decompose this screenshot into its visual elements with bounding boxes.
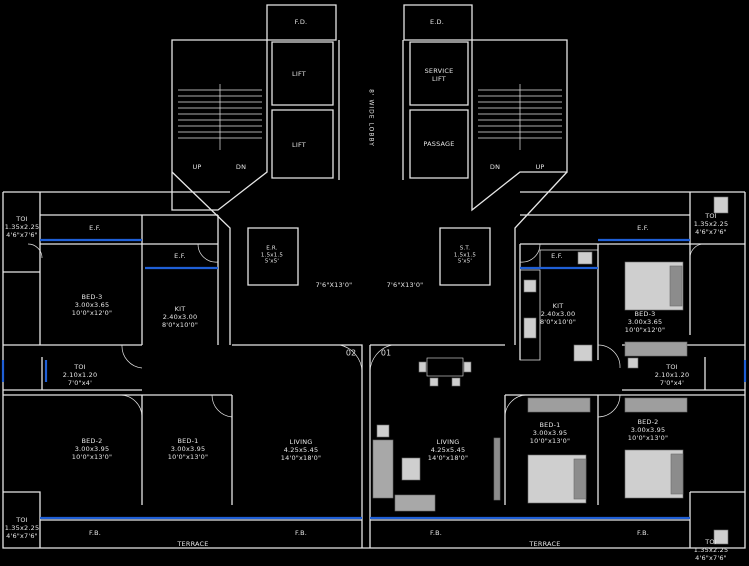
left-fb-1-label: F.B. <box>88 529 102 537</box>
st-room <box>439 227 491 286</box>
right-kit-label: KIT 2.40x3.00 8'0"x10'0" <box>539 302 577 326</box>
dining-table <box>426 357 464 377</box>
left-toi-mid-label: TOI 2.10x1.20 7'0"x4' <box>62 363 98 387</box>
right-bed3-label: BED-3 3.00x3.65 10'0"x12'0" <box>624 310 666 334</box>
right-terrace-label: TERRACE <box>529 540 561 548</box>
right-fb-1-label: F.B. <box>429 529 443 537</box>
left-terrace-label: TERRACE <box>177 540 209 548</box>
stair-right-up-label: UP <box>535 163 545 171</box>
right-toi-top-label: TOI 1.35x2.25 4'6"x7'6" <box>693 212 729 236</box>
foyer-right-label: 7'6"X13'0" <box>386 281 424 289</box>
right-ef-1-label: E.F. <box>637 224 649 232</box>
left-bed1-label: BED-1 3.00x3.95 10'0"x13'0" <box>167 437 209 461</box>
left-living-label: LIVING 4.25x5.45 14'0"x18'0" <box>280 438 322 462</box>
left-er-label: E.R. 1.5x1.5 5'x5' <box>260 245 284 265</box>
stair-right-dn-label: DN <box>489 163 501 171</box>
lift-2-label: LIFT <box>292 141 306 149</box>
service-lift-shaft <box>409 41 469 106</box>
left-fb-2-label: F.B. <box>294 529 308 537</box>
right-bed1-label: BED-1 3.00x3.95 10'0"x13'0" <box>529 421 571 445</box>
right-ef-2-label: E.F. <box>551 252 563 260</box>
elevator-door-label: E.D. <box>429 18 445 26</box>
unit-number-right: 01 <box>380 348 392 358</box>
passage-box <box>409 109 469 179</box>
left-bed3-label: BED-3 3.00x3.65 10'0"x12'0" <box>71 293 113 317</box>
left-ef-2-label: E.F. <box>174 252 186 260</box>
foyer-left-label: 7'6"X13'0" <box>315 281 353 289</box>
core-left-stair-box <box>171 39 268 211</box>
lift-shaft-1 <box>271 41 334 106</box>
lift-1-label: LIFT <box>292 70 306 78</box>
left-toi-bot-label: TOI 1.35x2.25 4'6"x7'6" <box>4 516 40 540</box>
lift-shaft-2 <box>271 109 334 179</box>
sofa <box>372 439 394 499</box>
right-bed2-label: BED-2 3.00x3.95 10'0"x13'0" <box>627 418 669 442</box>
right-fb-2-label: F.B. <box>636 529 650 537</box>
left-bed2-label: BED-2 3.00x3.95 10'0"x13'0" <box>71 437 113 461</box>
lobby-label: 8' WIDE LOBBY <box>367 89 375 147</box>
passage-label: PASSAGE <box>423 140 455 148</box>
stair-left-dn-label: DN <box>235 163 247 171</box>
right-toi-mid-label: TOI 2.10x1.20 7'0"x4' <box>654 363 690 387</box>
left-toi-top-label: TOI 1.35x2.25 4'6"x7'6" <box>4 215 40 239</box>
stair-left-up-label: UP <box>192 163 202 171</box>
right-st-label: S.T. 1.5x1.5 5'x5' <box>453 245 477 265</box>
right-living-label: LIVING 4.25x5.45 14'0"x18'0" <box>427 438 469 462</box>
unit-number-left: 02 <box>345 348 357 358</box>
left-kit-label: KIT 2.40x3.00 8'0"x10'0" <box>161 305 199 329</box>
core-right-stair-box <box>471 39 568 212</box>
fire-door-label: F.D. <box>294 18 308 26</box>
left-ef-1-label: E.F. <box>89 224 101 232</box>
right-toi-bot-label: TOI 1.35x2.25 4'6"x7'6" <box>693 538 729 562</box>
service-lift-label: SERVICE LIFT <box>424 67 454 83</box>
er-room <box>247 227 299 286</box>
